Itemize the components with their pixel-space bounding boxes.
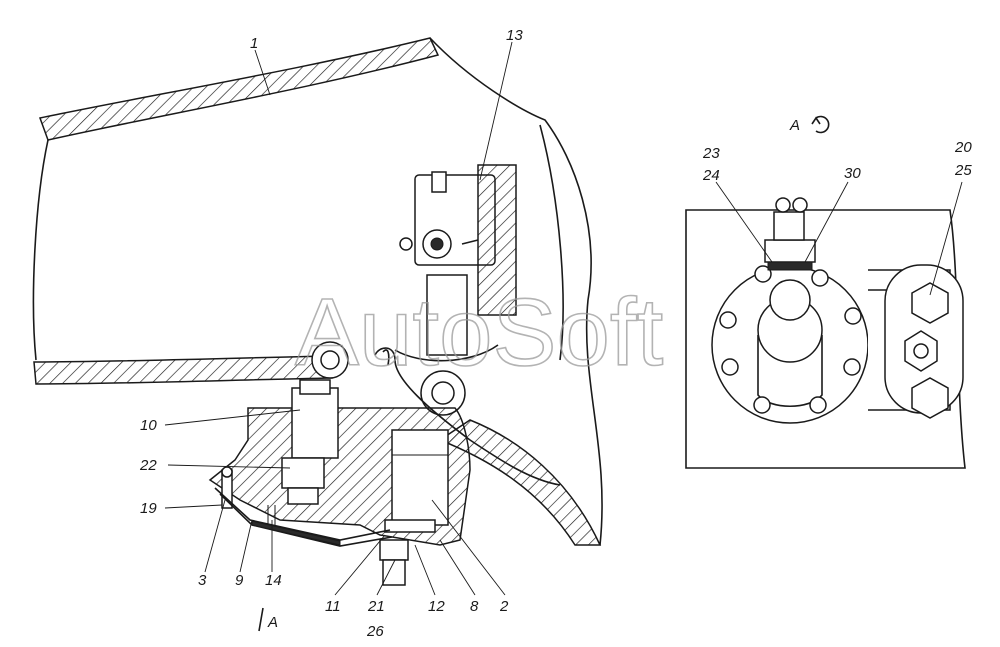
callout-25: 25 (954, 162, 972, 179)
callout-labels: 1 13 10 22 19 3 9 14 11 21 26 12 8 2 A A… (139, 27, 972, 640)
callout-26: 26 (366, 623, 384, 640)
switch-23-24-30 (764, 197, 816, 271)
callout-2: 2 (499, 598, 509, 615)
callout-21: 21 (367, 598, 385, 615)
leader-lines-view-a (715, 181, 963, 296)
callout-24: 24 (702, 167, 720, 184)
view-a (685, 115, 966, 469)
callout-13: 13 (506, 27, 523, 44)
lower-housing (208, 379, 471, 586)
bracket-plate-20-25 (884, 264, 964, 419)
valve-assembly-13 (394, 164, 517, 362)
callout-3: 3 (198, 572, 207, 589)
flange-bolts (719, 265, 862, 414)
view-label-a: A (789, 117, 800, 134)
leader-lines-main (164, 41, 513, 632)
body-frame-outline (32, 37, 603, 546)
callout-10: 10 (140, 417, 157, 434)
callout-9: 9 (235, 572, 244, 589)
watermark: AutoSoft (295, 279, 663, 386)
flange-plate (711, 266, 869, 424)
main-section-view (32, 37, 603, 632)
callout-1: 1 (250, 35, 258, 52)
callout-12: 12 (428, 598, 445, 615)
callout-11: 11 (325, 598, 341, 615)
callout-30: 30 (844, 165, 861, 182)
lever-spring (311, 341, 561, 486)
callout-14: 14 (265, 572, 282, 589)
callout-22: 22 (139, 457, 157, 474)
callout-23: 23 (702, 145, 720, 162)
callout-8: 8 (470, 598, 479, 615)
callout-20: 20 (954, 139, 972, 156)
section-label-a: A (267, 614, 278, 631)
callout-19: 19 (140, 500, 157, 517)
